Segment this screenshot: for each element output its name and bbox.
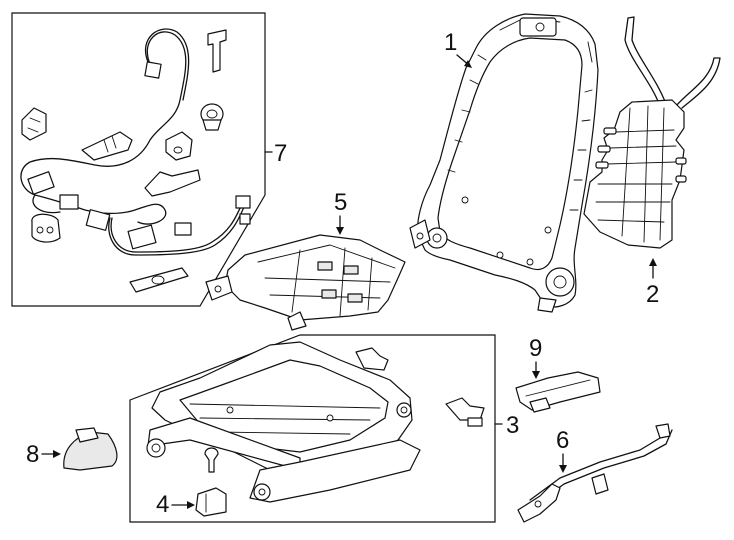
svg-text:5: 5 (334, 189, 347, 216)
svg-text:4: 4 (156, 491, 169, 518)
callout-6: 6 (556, 427, 569, 473)
bracket-part (195, 447, 227, 517)
trim-part (515, 371, 601, 413)
svg-text:2: 2 (646, 281, 659, 308)
callout-5: 5 (334, 189, 347, 235)
svg-text:1: 1 (444, 29, 457, 56)
svg-text:8: 8 (26, 441, 39, 468)
seat-cushion-pan (205, 234, 406, 331)
cable-part (517, 423, 673, 523)
seat-back-frame (409, 13, 599, 313)
seat-track-frame (146, 341, 485, 503)
harness-group-box (11, 12, 273, 307)
lumbar-support (583, 16, 721, 249)
callout-1: 1 (444, 29, 472, 68)
wire-harness (20, 28, 251, 256)
callout-2: 2 (646, 258, 659, 308)
callout-4: 4 (156, 491, 195, 518)
callout-7: 7 (274, 140, 287, 167)
svg-text:9: 9 (529, 335, 542, 362)
cover-part (63, 427, 118, 471)
callout-3: 3 (506, 412, 519, 439)
callout-9: 9 (529, 335, 542, 379)
svg-text:7: 7 (274, 140, 287, 167)
callout-8: 8 (26, 441, 61, 468)
svg-text:6: 6 (556, 427, 569, 454)
harness-clips (21, 29, 227, 293)
svg-text:3: 3 (506, 412, 519, 439)
